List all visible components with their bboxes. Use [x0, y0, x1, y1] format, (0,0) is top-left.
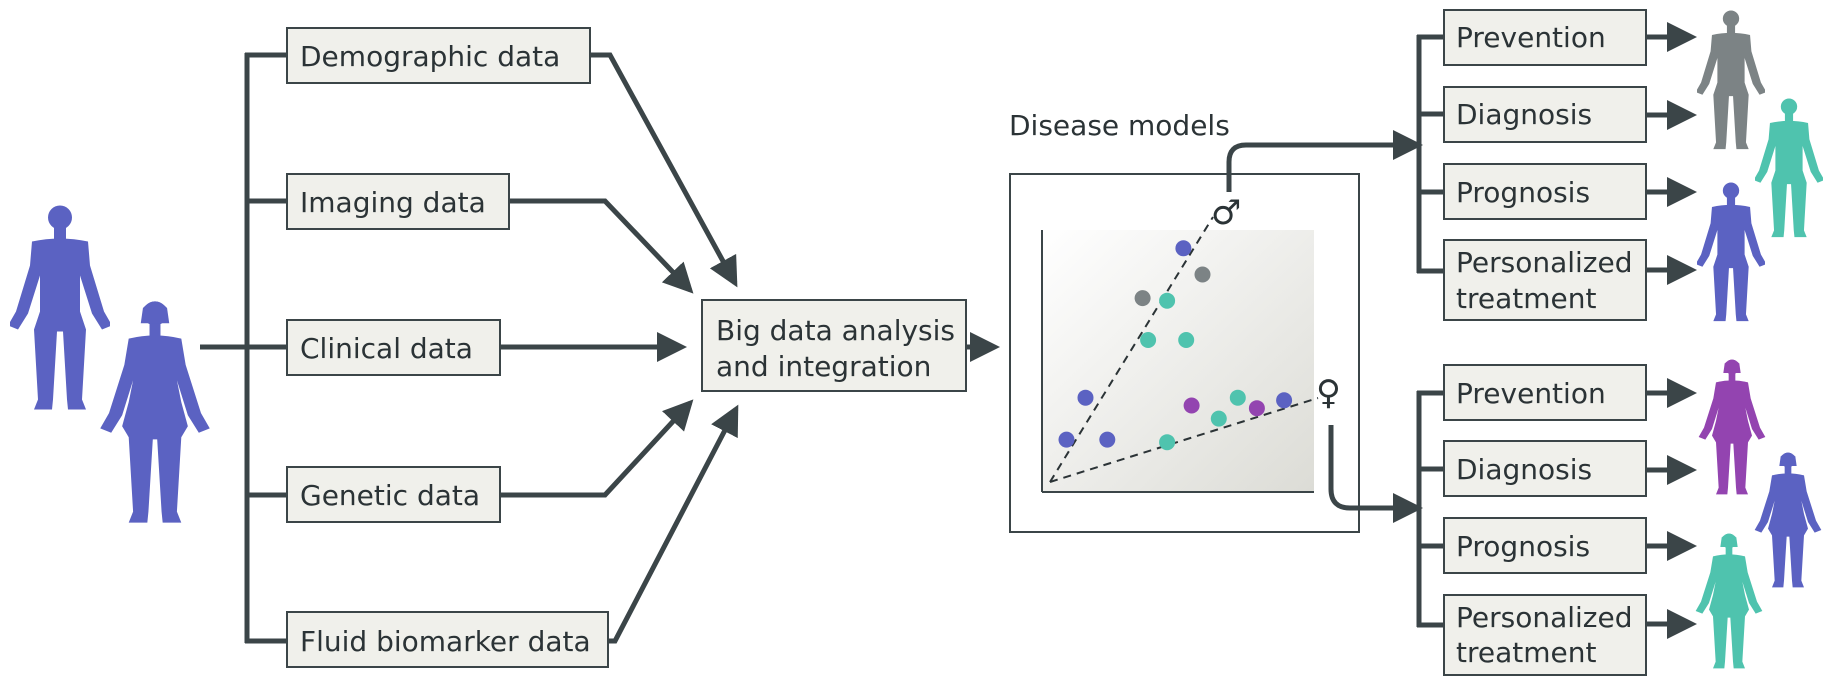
scatter-point-5 [1140, 332, 1157, 348]
female-outcome-prevention: Prevention [1443, 364, 1647, 421]
plot-area [1042, 230, 1314, 492]
female-trend-line [1049, 397, 1319, 483]
integration-line2: and integration [716, 350, 931, 383]
female-outcome-prognosis: Prognosis [1443, 517, 1647, 574]
integration-box: Big data analysis and integration [701, 299, 967, 392]
input-label-fluid-biomarker: Fluid biomarker data [300, 625, 591, 658]
integration-line1: Big data analysis [716, 314, 955, 347]
male-outcome-prevention-label: Prevention [1456, 21, 1606, 54]
male-outcome-personalized-line1: Personalized [1456, 246, 1633, 279]
male-symbol: ♂ [1211, 193, 1241, 233]
male-figure-prevention [1697, 10, 1765, 150]
female-outcome-bracket [1416, 390, 1444, 628]
scatter-point-4 [1159, 292, 1176, 309]
female-outcome-prevention-label: Prevention [1456, 377, 1606, 410]
scatter-point-2 [1194, 266, 1211, 283]
male-outcome-bracket [1416, 34, 1444, 274]
female-figure-prognosis [1695, 533, 1763, 669]
scatter-point-15 [1159, 434, 1176, 451]
scatter-point-9 [1099, 431, 1116, 448]
plot-axes [1041, 230, 1314, 493]
outcome-arrows [1646, 22, 1697, 639]
male-trend-line [1049, 216, 1214, 483]
input-label-clinical: Clinical data [300, 332, 473, 365]
input-label-genetic: Genetic data [300, 479, 480, 512]
input-bracket [200, 52, 287, 644]
scatter-point-3 [1134, 290, 1151, 307]
scatter-point-7 [1077, 389, 1094, 406]
female-outcome-prognosis-label: Prognosis [1456, 530, 1590, 563]
male-outcome-diagnosis: Diagnosis [1443, 86, 1647, 143]
female-outcome-diagnosis-label: Diagnosis [1456, 453, 1592, 486]
scatter-point-1 [1175, 240, 1192, 257]
male-outcome-prevention: Prevention [1443, 9, 1647, 66]
input-box-genetic: Genetic data [286, 466, 501, 523]
male-outcome-personalized-treatment: Personalized treatment [1443, 239, 1647, 321]
female-outcome-personalized-line2: treatment [1456, 636, 1596, 669]
male-outcome-prognosis-label: Prognosis [1456, 176, 1590, 209]
input-label-demographic: Demographic data [300, 40, 560, 73]
scatter-point-13 [1248, 400, 1265, 417]
male-outcome-personalized-line2: treatment [1456, 282, 1596, 315]
female-figure-diagnosis [1754, 452, 1822, 588]
male-outcome-diagnosis-label: Diagnosis [1456, 98, 1592, 131]
input-box-demographic: Demographic data [286, 27, 591, 84]
input-label-imaging: Imaging data [300, 186, 486, 219]
scatter-point-14 [1276, 392, 1293, 409]
female-figure-prevention [1698, 359, 1766, 495]
female-outcome-personalized-treatment: Personalized treatment [1443, 594, 1647, 676]
input-arrows [500, 52, 739, 644]
scatter-point-8 [1058, 431, 1075, 448]
scatter-point-6 [1178, 332, 1195, 348]
scatter-point-11 [1229, 389, 1246, 406]
input-box-fluid-biomarker: Fluid biomarker data [286, 611, 609, 668]
input-box-clinical: Clinical data [286, 319, 501, 376]
disease-models-title: Disease models [1009, 109, 1230, 142]
female-figure-input [100, 301, 210, 523]
female-symbol: ♀ [1316, 373, 1341, 413]
female-outcome-diagnosis: Diagnosis [1443, 440, 1647, 497]
male-outcome-prognosis: Prognosis [1443, 163, 1647, 220]
male-figure-prognosis [1697, 182, 1765, 322]
male-figure-diagnosis [1755, 98, 1823, 238]
scatter-point-10 [1183, 397, 1200, 414]
male-outcome-connector [1226, 130, 1423, 192]
scatter-point-12 [1210, 410, 1227, 427]
female-outcome-connector [1328, 425, 1423, 523]
female-outcome-personalized-line1: Personalized [1456, 601, 1633, 634]
input-box-imaging: Imaging data [286, 173, 510, 230]
scatter-points [1058, 240, 1293, 451]
male-figure-input [10, 205, 110, 410]
